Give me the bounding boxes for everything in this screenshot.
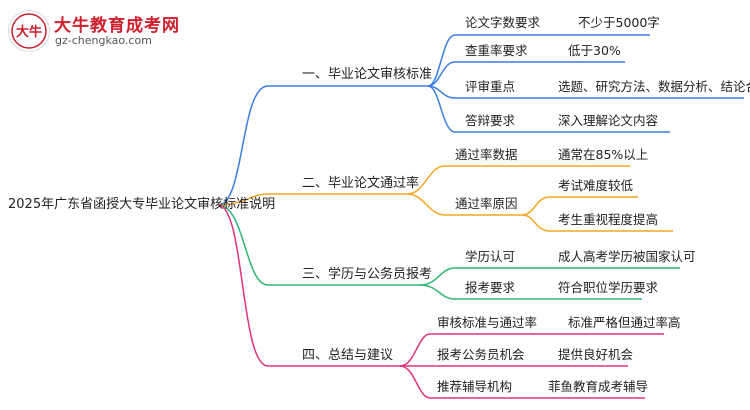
b4-item3-value: 菲鱼教育成考辅导 <box>548 379 649 394</box>
b2-item2-value2: 考生重视程度提高 <box>558 212 659 227</box>
connector-b2-2b <box>521 214 673 232</box>
connector-b3-1 <box>419 267 680 286</box>
branch-1-label: 一、毕业论文审核标准 <box>302 67 433 82</box>
connector-b2-2a <box>521 196 638 216</box>
b4-item3-label: 推荐辅导机构 <box>437 379 513 394</box>
connector-b2-1 <box>406 165 630 195</box>
connector-b2-2 <box>406 193 522 216</box>
connector-b4-1 <box>399 333 664 367</box>
b2-item1-label: 通过率数据 <box>455 147 518 162</box>
b3-item2-label: 报考要求 <box>465 280 516 295</box>
connector-root-branch2 <box>217 193 407 206</box>
b1-item1-value: 不少于5000字 <box>578 15 660 30</box>
site-logo[interactable]: 大牛 大牛教育成考网 gz-chengkao.com <box>8 6 183 52</box>
logo-title: 大牛教育成考网 <box>54 16 180 36</box>
b4-item2-label: 报考公务员机会 <box>437 347 525 362</box>
b1-item4-label: 答辩要求 <box>465 113 516 128</box>
connector-root-branch1 <box>217 85 428 206</box>
bull-logo-icon: 大牛 <box>8 10 50 52</box>
b2-item1-value: 通常在85%以上 <box>558 147 649 162</box>
connector-b3-2 <box>419 284 642 300</box>
b2-item2-value1: 考试难度较低 <box>558 178 634 193</box>
connector-root-branch3 <box>217 204 420 286</box>
connector-b1-3 <box>427 85 744 99</box>
connector-b1-1 <box>427 34 650 87</box>
b1-item3-label: 评审重点 <box>465 79 516 94</box>
b1-item2-label: 查重率要求 <box>465 43 528 58</box>
svg-text:大牛: 大牛 <box>16 24 42 40</box>
branch-4-label: 四、总结与建议 <box>302 348 394 363</box>
b1-item2-value: 低于30% <box>568 43 621 58</box>
b4-item1-label: 审核标准与通过率 <box>437 315 538 330</box>
mindmap-root: 2025年广东省函授大专毕业论文审核标准说明 <box>8 197 276 212</box>
b1-item4-value: 深入理解论文内容 <box>558 113 659 128</box>
connector-b1-2 <box>427 61 625 87</box>
logo-url: gz-chengkao.com <box>55 34 152 47</box>
b4-item1-value: 标准严格但通过率高 <box>568 315 681 330</box>
connector-b1-4 <box>427 85 670 133</box>
b1-item3-value: 选题、研究方法、数据分析、结论合理性 <box>558 79 750 94</box>
connector-b4-3 <box>399 365 645 399</box>
b3-item2-value: 符合职位学历要求 <box>558 280 659 295</box>
b4-item2-value: 提供良好机会 <box>558 347 634 362</box>
b3-item1-label: 学历认可 <box>465 249 516 264</box>
connector-root-branch4 <box>217 204 400 367</box>
branch-3-label: 三、学历与公务员报考 <box>302 267 433 282</box>
b1-item1-label: 论文字数要求 <box>465 15 541 30</box>
branch-2-label: 二、毕业论文通过率 <box>302 176 420 191</box>
b2-item2-label: 通过率原因 <box>455 196 518 211</box>
b3-item1-value: 成人高考学历被国家认可 <box>558 249 696 264</box>
